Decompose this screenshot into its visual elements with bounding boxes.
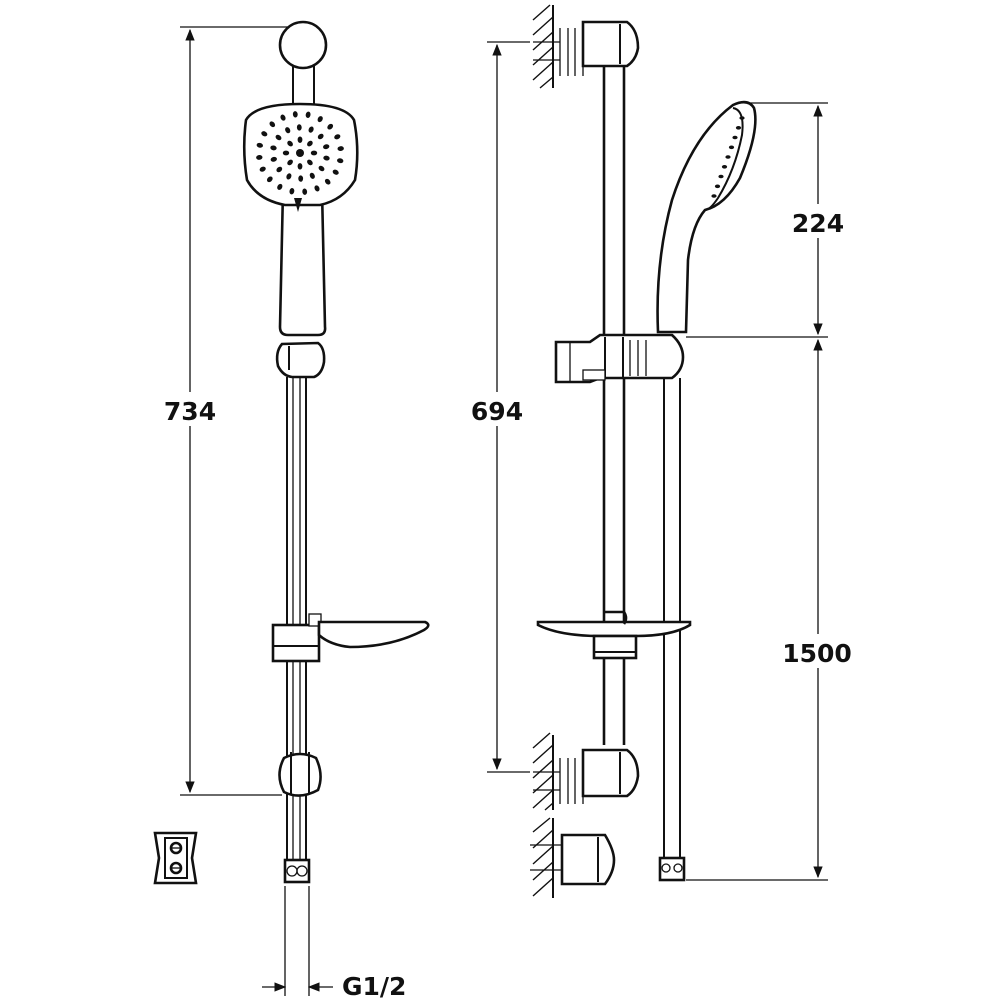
spray-nozzle [287, 159, 293, 166]
dimension-label-734: 734 [164, 397, 216, 426]
side-spray-nozzle [714, 184, 721, 189]
spray-nozzle [323, 144, 330, 150]
bottom-wall-mount-side [532, 732, 640, 811]
dimension-label-1500: 1500 [782, 639, 852, 668]
spray-nozzle [292, 111, 298, 118]
dimension-rail-fixing: 694 [465, 41, 530, 773]
spray-nozzle [337, 146, 344, 152]
spray-nozzle [286, 173, 292, 180]
spray-nozzle [270, 145, 277, 151]
wall-plate-detail [153, 831, 198, 885]
spray-nozzle [261, 131, 268, 137]
spray-nozzle [309, 172, 315, 179]
spray-nozzle [310, 150, 318, 156]
spray-nozzle [314, 185, 320, 192]
dimension-label-224: 224 [792, 209, 844, 238]
spray-nozzle [327, 123, 334, 130]
spray-nozzle [287, 140, 293, 147]
hose-side [663, 378, 681, 858]
dimension-total-height: 734 [155, 26, 290, 796]
side-spray-nozzle [725, 155, 731, 159]
slider-holder-front [275, 341, 326, 379]
dimension-label-694: 694 [471, 397, 523, 426]
spray-nozzle [280, 114, 286, 121]
spray-nozzle [302, 188, 308, 195]
side-spray-nozzles [711, 116, 745, 198]
spray-nozzle [307, 140, 313, 147]
spray-nozzle [259, 166, 266, 172]
side-view: 694 [465, 4, 854, 898]
spray-nozzle [270, 156, 277, 162]
side-spray-nozzle [732, 135, 738, 140]
side-spray-nozzle [721, 165, 728, 169]
spray-nozzle [296, 149, 304, 157]
spray-nozzle [297, 136, 303, 143]
spray-nozzle [317, 116, 323, 123]
spray-nozzle [323, 155, 330, 161]
spray-nozzle [337, 158, 344, 164]
side-spray-nozzle [711, 194, 717, 198]
wall-connector-side [530, 817, 616, 898]
top-wall-mount-side [532, 4, 640, 89]
hand-shower-side [656, 100, 757, 334]
spray-nozzle [289, 188, 295, 195]
dimension-hose-length: 1500 [686, 338, 854, 881]
spray-nozzle [269, 121, 276, 128]
spray-nozzle [296, 124, 302, 131]
hose-nut-front [283, 858, 311, 884]
spray-nozzle [285, 127, 291, 134]
spray-nozzle [297, 163, 303, 170]
rail-bottom-bracket-front [278, 752, 322, 797]
spray-nozzles [256, 111, 344, 195]
spray-nozzle [305, 111, 311, 118]
dimension-handshower-length: 224 [686, 102, 846, 338]
spray-nozzle [318, 165, 325, 172]
side-spray-nozzle [735, 126, 742, 130]
spray-nozzle [256, 154, 263, 160]
spray-nozzle [282, 150, 290, 156]
spray-nozzle [332, 169, 339, 175]
hand-shower-front [242, 102, 359, 337]
spray-nozzle [334, 134, 341, 140]
spray-nozzle [317, 133, 324, 140]
spray-nozzle [256, 142, 263, 148]
side-spray-nozzle [728, 145, 735, 150]
hose-nut-side [658, 856, 686, 882]
dimension-thread: G1/2 [262, 886, 406, 1000]
side-spray-nozzle [739, 116, 745, 120]
soap-dish-side [536, 610, 692, 660]
spray-nozzle [324, 178, 331, 185]
spray-nozzle [277, 183, 283, 190]
spray-nozzle [276, 166, 283, 173]
side-spray-nozzle [718, 174, 724, 179]
spray-nozzle [298, 175, 304, 182]
spray-nozzle [266, 176, 273, 183]
front-view: 734 [153, 20, 430, 1000]
spray-nozzle [275, 134, 282, 141]
spray-nozzle [307, 159, 313, 166]
soap-dish-front [271, 613, 430, 663]
spray-nozzle [308, 126, 314, 133]
slider-holder-side [554, 333, 685, 384]
dimension-label-g12: G1/2 [342, 972, 406, 1000]
rail-top-bracket [278, 20, 328, 106]
